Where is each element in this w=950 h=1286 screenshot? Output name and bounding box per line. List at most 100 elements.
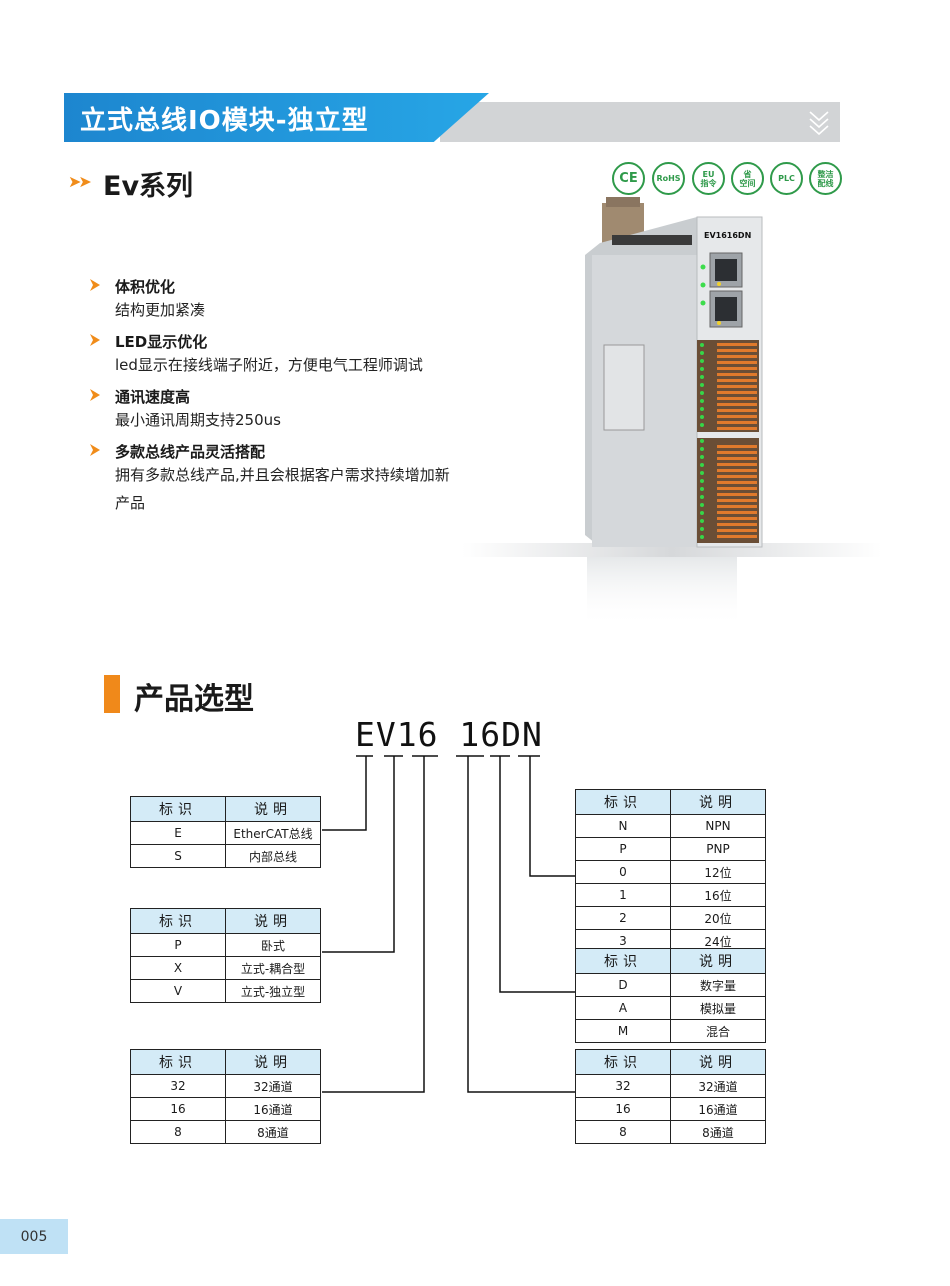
table-cell: P bbox=[575, 837, 671, 861]
table-cell: 32通道 bbox=[670, 1074, 766, 1098]
table-cell: 1 bbox=[575, 883, 671, 907]
table-cell: 16通道 bbox=[225, 1097, 321, 1121]
table-header-cell: 标识 bbox=[130, 1049, 226, 1075]
feature-desc: 最小通讯周期支持250us bbox=[115, 411, 281, 429]
table-cell: A bbox=[575, 996, 671, 1020]
cert-badge: EU 指令 bbox=[692, 162, 725, 195]
table-cell: 16 bbox=[130, 1097, 226, 1121]
table-cell: 内部总线 bbox=[225, 844, 321, 868]
arrow-right-icon bbox=[90, 389, 100, 401]
feature-desc: 拥有多款总线产品,并且会根据客户需求持续增加新产品 bbox=[115, 466, 450, 512]
table-cell: 0 bbox=[575, 860, 671, 884]
header-banner-bg bbox=[440, 102, 840, 142]
series-title: Ev系列 bbox=[103, 171, 194, 202]
table-header-row: 标识说明 bbox=[575, 1049, 766, 1075]
table-header-row: 标识说明 bbox=[130, 908, 321, 934]
table-cell: 32 bbox=[575, 1074, 671, 1098]
arrow-right-icon bbox=[90, 279, 100, 291]
table-cell: 模拟量 bbox=[670, 996, 766, 1020]
table-header-cell: 说明 bbox=[670, 1049, 766, 1075]
table-header-row: 标识说明 bbox=[575, 948, 766, 974]
table-cell: 8 bbox=[130, 1120, 226, 1144]
table-cell: 16位 bbox=[670, 883, 766, 907]
chevron-down-icon bbox=[809, 111, 829, 136]
feature-title: 体积优化 bbox=[115, 278, 176, 296]
table-header-cell: 说明 bbox=[225, 796, 321, 822]
table-cell: X bbox=[130, 956, 226, 980]
table-cell: 8通道 bbox=[225, 1120, 321, 1144]
table-cell: P bbox=[130, 933, 226, 957]
page-number: 005 bbox=[0, 1219, 68, 1254]
section-marker bbox=[104, 675, 120, 713]
table-cell: 12位 bbox=[670, 860, 766, 884]
cert-badge: CE bbox=[612, 162, 645, 195]
table-header-cell: 标识 bbox=[575, 789, 671, 815]
page-title: 立式总线IO模块-独立型 bbox=[80, 106, 369, 136]
feature-title: 多款总线产品灵活搭配 bbox=[115, 443, 266, 461]
table-header-cell: 说明 bbox=[225, 1049, 321, 1075]
header-banner bbox=[64, 93, 489, 142]
table-cell: 2 bbox=[575, 906, 671, 930]
double-arrow-icon: ➤➤ bbox=[68, 172, 92, 191]
table-header-cell: 说明 bbox=[670, 948, 766, 974]
table-cell: 16通道 bbox=[670, 1097, 766, 1121]
table-cell: 32 bbox=[130, 1074, 226, 1098]
table-cell: 20位 bbox=[670, 906, 766, 930]
table-cell: 卧式 bbox=[225, 933, 321, 957]
table-cell: D bbox=[575, 973, 671, 997]
arrow-right-icon bbox=[90, 334, 100, 346]
table-cell: M bbox=[575, 1019, 671, 1043]
table-cell: E bbox=[130, 821, 226, 845]
table-cell: 16 bbox=[575, 1097, 671, 1121]
table-header-cell: 标识 bbox=[575, 1049, 671, 1075]
cert-badge: 省 空间 bbox=[731, 162, 764, 195]
table-header-row: 标识说明 bbox=[130, 1049, 321, 1075]
feature-desc: led显示在接线端子附近，方便电气工程师调试 bbox=[115, 356, 423, 374]
table-cell: 32通道 bbox=[225, 1074, 321, 1098]
table-header-cell: 标识 bbox=[130, 796, 226, 822]
cert-badge: RoHS bbox=[652, 162, 685, 195]
feature-title: LED显示优化 bbox=[115, 333, 208, 351]
table-header-row: 标识说明 bbox=[575, 789, 766, 815]
cert-badge: PLC bbox=[770, 162, 803, 195]
feature-title: 通讯速度高 bbox=[115, 388, 191, 406]
table-cell: S bbox=[130, 844, 226, 868]
product-label: EV1616DN bbox=[704, 231, 751, 240]
arrow-right-icon bbox=[90, 444, 100, 456]
table-header-row: 标识说明 bbox=[130, 796, 321, 822]
table-cell: N bbox=[575, 814, 671, 838]
table-cell: 数字量 bbox=[670, 973, 766, 997]
table-cell: PNP bbox=[670, 837, 766, 861]
table-cell: V bbox=[130, 979, 226, 1003]
section-title: 产品选型 bbox=[134, 682, 254, 717]
table-cell: NPN bbox=[670, 814, 766, 838]
table-header-cell: 标识 bbox=[130, 908, 226, 934]
table-header-cell: 标识 bbox=[575, 948, 671, 974]
table-cell: EtherCAT总线 bbox=[225, 821, 321, 845]
cert-badge: 整洁 配线 bbox=[809, 162, 842, 195]
feature-desc: 结构更加紧凑 bbox=[115, 301, 206, 319]
